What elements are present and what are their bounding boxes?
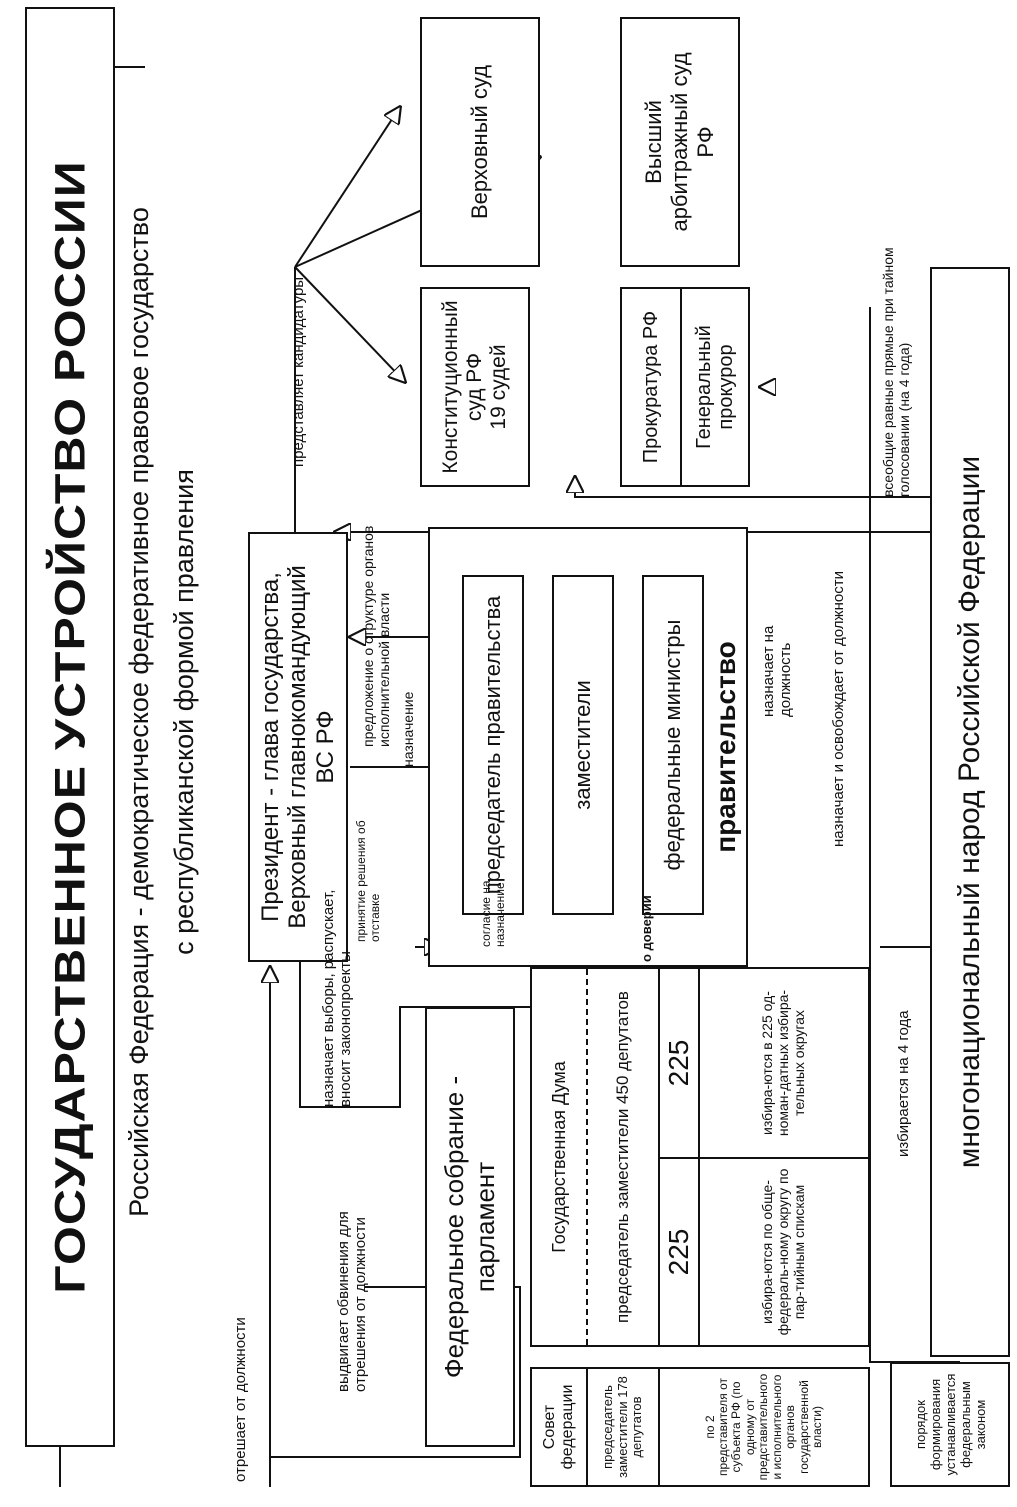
duma-leaders-label: председатель заместители 450 депутатов xyxy=(613,991,633,1323)
council-title-label: Совет федерации xyxy=(541,1384,576,1470)
assembly-line-2: парламент xyxy=(470,1161,500,1293)
council-title: Совет федерации xyxy=(532,1369,588,1485)
president-line-3: ВС РФ xyxy=(311,710,339,784)
duma-single-count-value: 225 xyxy=(663,1039,695,1087)
prosecution-general-label: Генеральный прокурор xyxy=(692,325,737,449)
government-box: председатель правительства заместители ф… xyxy=(428,527,748,967)
government-label: правительство xyxy=(709,641,741,853)
arbitration-court-label: Высший арбитражный суд РФ xyxy=(641,52,718,232)
annotation-elections: назначает выборы, распускает, вносит зак… xyxy=(320,889,355,1107)
people-label: многонациональный народ Российской Федер… xyxy=(953,455,986,1169)
prosecution-office-label: Прокуратура РФ xyxy=(639,310,662,464)
assembly-box: Федеральное собрание - парламент xyxy=(425,1007,515,1447)
constitutional-line-3: 19 судей xyxy=(487,344,510,430)
duma-party-desc-text: избира-ются по обще-федераль-ному округу… xyxy=(759,1168,807,1336)
council-leaders-label: председатель заместители 178 депутатов xyxy=(600,1376,645,1478)
constitutional-line-1: Конституционный xyxy=(439,300,462,474)
annotation-elected-4-years: избирается на 4 года xyxy=(895,1010,912,1157)
duma-title-label: Государственная Дума xyxy=(548,1061,569,1253)
arbitration-court-box: Высший арбитражный суд РФ xyxy=(620,17,740,267)
prosecution-box: Прокуратура РФ Генеральный прокурор xyxy=(620,287,750,487)
prosecution-general: Генеральный прокурор xyxy=(682,289,748,485)
duma-single-count: 225 xyxy=(660,969,700,1157)
annotation-impeachment: выдвигает обвинения для отрешения от дол… xyxy=(335,1211,370,1392)
council-box: Совет федерации председатель заместители… xyxy=(530,1367,870,1487)
constitutional-court-box: Конституционный суд РФ 19 судей xyxy=(420,287,530,487)
constitutional-line-2: суд РФ xyxy=(463,352,486,422)
subtitle-line-2: с республиканской формой правления xyxy=(169,469,200,955)
duma-title: Государственная Дума xyxy=(532,969,588,1345)
supreme-court-box: Верховный суд xyxy=(420,17,540,267)
duma-single-desc: избира-ются в 225 од-номан-датных избира… xyxy=(700,969,868,1157)
annotation-resignation: принятие решения об отставке xyxy=(354,820,382,942)
duma-party-desc: избира-ются по обще-федераль-ному округу… xyxy=(700,1157,868,1345)
page-title: ГОСУДАРСТВЕННОЕ УСТРОЙСТВО РОССИИ xyxy=(46,160,94,1294)
president-line-2: Верховный главнокомандующий xyxy=(284,565,312,929)
duma-box: Государственная Дума председатель замест… xyxy=(530,967,870,1347)
prosecution-office: Прокуратура РФ xyxy=(622,289,682,485)
annotation-universal-suffrage: всеобщие равные прямые при тайном голосо… xyxy=(880,247,913,497)
formation-box: порядок формирования устанавливается фед… xyxy=(890,1362,1010,1487)
duma-party-count-value: 225 xyxy=(663,1228,695,1276)
council-composition-text: по 2 представителя от субъекта РФ (по од… xyxy=(702,1373,825,1481)
annotation-confidence: о доверии xyxy=(639,895,654,962)
council-leaders: председатель заместители 178 депутатов xyxy=(588,1369,660,1485)
duma-party-count: 225 xyxy=(660,1157,700,1345)
gov-deputies-box: заместители xyxy=(552,575,614,915)
formation-text: порядок формирования устанавливается фед… xyxy=(912,1373,988,1476)
president-line-1: Президент - глава государства, xyxy=(256,572,284,922)
supreme-court-label: Верховный суд xyxy=(467,64,492,220)
duma-single-desc-text: избира-ются в 225 од-номан-датных избира… xyxy=(759,989,807,1137)
arrow-nominates-constitutional xyxy=(294,266,405,382)
line-universal-suffrage xyxy=(575,477,930,498)
annotation-nominates: представляет кандидатуры xyxy=(290,276,307,467)
subtitle-line-1: Российская Федерация - демократическое ф… xyxy=(124,207,155,1217)
council-composition: по 2 представителя от субъекта РФ (по од… xyxy=(660,1369,868,1485)
annotation-removes: отрешает от должности xyxy=(232,1317,249,1482)
people-box: многонациональный народ Российской Федер… xyxy=(930,267,1010,1357)
title-box: ГОСУДАРСТВЕННОЕ УСТРОЙСТВО РОССИИ xyxy=(25,7,115,1447)
duma-leaders: председатель заместители 450 депутатов xyxy=(588,969,660,1345)
annotation-appoints-to-office: назначает на должность xyxy=(760,625,795,717)
gov-ministers-label: федеральные министры xyxy=(660,619,685,871)
annotation-appoints: назначение xyxy=(400,691,416,767)
annotation-structure-proposal: предложение о структуре органов исполнит… xyxy=(360,525,393,747)
arrow-nominates-supreme xyxy=(294,107,400,268)
annotation-consent: согласие на назначение xyxy=(479,880,507,947)
assembly-line-1: Федеральное собрание - xyxy=(439,1075,469,1379)
annotation-appoints-dismisses: назначает и освобождает от должности xyxy=(830,571,847,847)
gov-deputies-label: заместители xyxy=(570,680,595,810)
